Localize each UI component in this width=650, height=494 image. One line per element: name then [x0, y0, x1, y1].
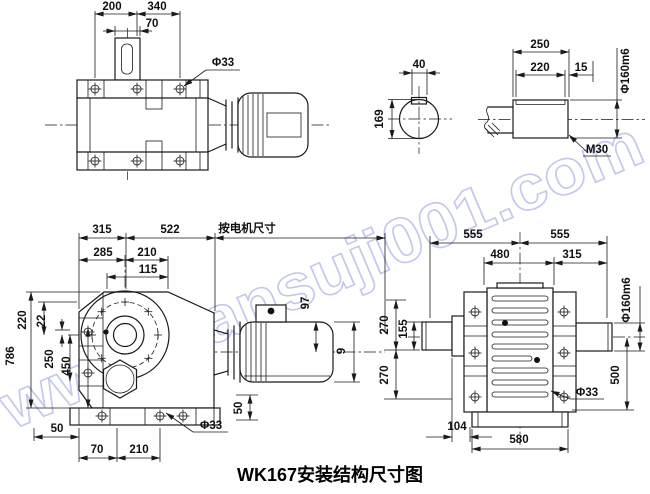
dim-270-top: 270 [379, 315, 391, 334]
shaft-detail-view: 250 220 15 Φ160m6 M30 [478, 39, 645, 157]
dim-210-bottom: 210 [129, 444, 148, 456]
dim-169: 169 [374, 109, 386, 128]
dim-250-front: 250 [44, 349, 56, 368]
dim-555-left: 555 [463, 229, 483, 241]
dim-200: 200 [102, 1, 121, 13]
dim-522: 522 [160, 224, 179, 236]
dim-50-right: 50 [233, 402, 245, 415]
dim-285: 285 [93, 247, 113, 259]
dim-40: 40 [413, 59, 426, 71]
dim-155: 155 [398, 319, 410, 339]
dim-786: 786 [5, 346, 17, 365]
label-phi33-side: Φ33 [576, 387, 598, 399]
dim-70-front: 70 [91, 444, 104, 456]
dim-555-right: 555 [550, 229, 570, 241]
dim-315-side: 315 [562, 249, 582, 261]
dim-210-top: 210 [137, 247, 156, 259]
dim-115: 115 [139, 264, 158, 276]
dim-450: 450 [61, 356, 73, 375]
label-phi160m6-shaft: Φ160m6 [620, 48, 632, 93]
dim-9: 9 [336, 348, 348, 354]
dim-15: 15 [575, 62, 588, 74]
side-view: 555 555 480 315 Φ160m6 270 155 270 500 Φ… [379, 229, 645, 453]
label-phi33-front: Φ33 [200, 420, 222, 432]
label-m30: M30 [586, 144, 608, 156]
note-motor-size: 按电机尺寸 [218, 221, 276, 235]
dim-250-shaft: 250 [530, 39, 549, 51]
dim-500: 500 [610, 365, 622, 384]
top-view: 200 340 70 Φ33 [45, 1, 330, 180]
shaft-section-view: 40 169 [374, 59, 452, 154]
label-phi160m6-side: Φ160m6 [621, 277, 633, 322]
dim-220-shaft: 220 [530, 62, 549, 74]
label-phi33-top: Φ33 [212, 57, 234, 69]
dim-97: 97 [300, 297, 312, 310]
dim-580: 580 [509, 434, 528, 446]
dim-480: 480 [490, 249, 509, 261]
dim-220-front: 220 [17, 310, 29, 329]
dim-315-front: 315 [92, 224, 112, 236]
dim-70: 70 [146, 18, 159, 30]
drawing-title: WK167安装结构尺寸图 [237, 464, 423, 485]
dim-104: 104 [447, 421, 467, 433]
dim-22: 22 [36, 315, 48, 328]
dim-340: 340 [147, 1, 166, 13]
dim-50-left: 50 [51, 423, 64, 435]
front-view: 315 522 按电机尺寸 285 210 115 786 220 22 250… [5, 221, 386, 462]
dim-270-bottom: 270 [379, 365, 391, 384]
